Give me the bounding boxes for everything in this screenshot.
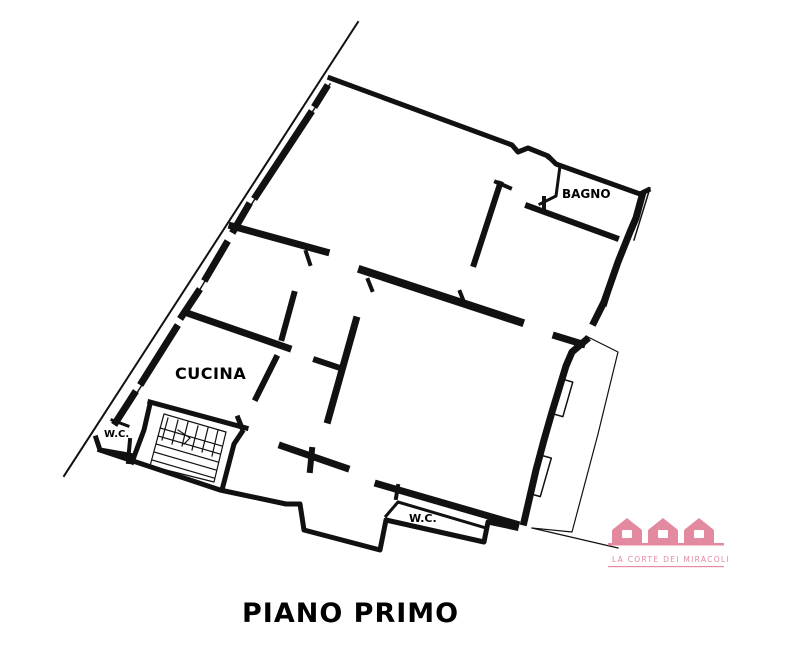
balcony-outline bbox=[531, 335, 619, 533]
cucina-wall-top bbox=[185, 309, 293, 353]
logo-text: LA CORTE DEI MIRACOLI bbox=[612, 555, 730, 564]
outer-wall-top-inner bbox=[537, 155, 562, 207]
room-label-wc-bottom: W.C. bbox=[409, 512, 437, 525]
outer-wall-bottom bbox=[96, 446, 519, 553]
room-label-cucina: CUCINA bbox=[175, 364, 247, 383]
bagno-wall bbox=[524, 202, 620, 242]
partition-upper bbox=[470, 180, 504, 268]
outer-wall-right bbox=[589, 191, 647, 327]
floor-title: PIANO PRIMO bbox=[242, 598, 460, 629]
partition-upper-left bbox=[227, 221, 331, 257]
cucina-wall-right bbox=[278, 290, 298, 342]
right-window-marks bbox=[529, 187, 651, 498]
stair-treads bbox=[149, 413, 227, 483]
boundary-line bbox=[62, 20, 360, 478]
partition-bottom bbox=[373, 479, 521, 529]
outer-wall-window-marks bbox=[128, 82, 332, 406]
outer-wall-top bbox=[326, 74, 652, 197]
partition-right-stub bbox=[551, 331, 587, 349]
balcony-line bbox=[531, 527, 619, 549]
stair-enclosure bbox=[128, 398, 250, 494]
outer-wall-right-lower bbox=[519, 335, 591, 527]
room-label-wc-left: W.C. bbox=[104, 429, 130, 440]
partition-middle bbox=[356, 264, 526, 328]
room-label-bagno: BAGNO bbox=[562, 187, 611, 201]
wc-bottom-wall bbox=[383, 500, 488, 530]
